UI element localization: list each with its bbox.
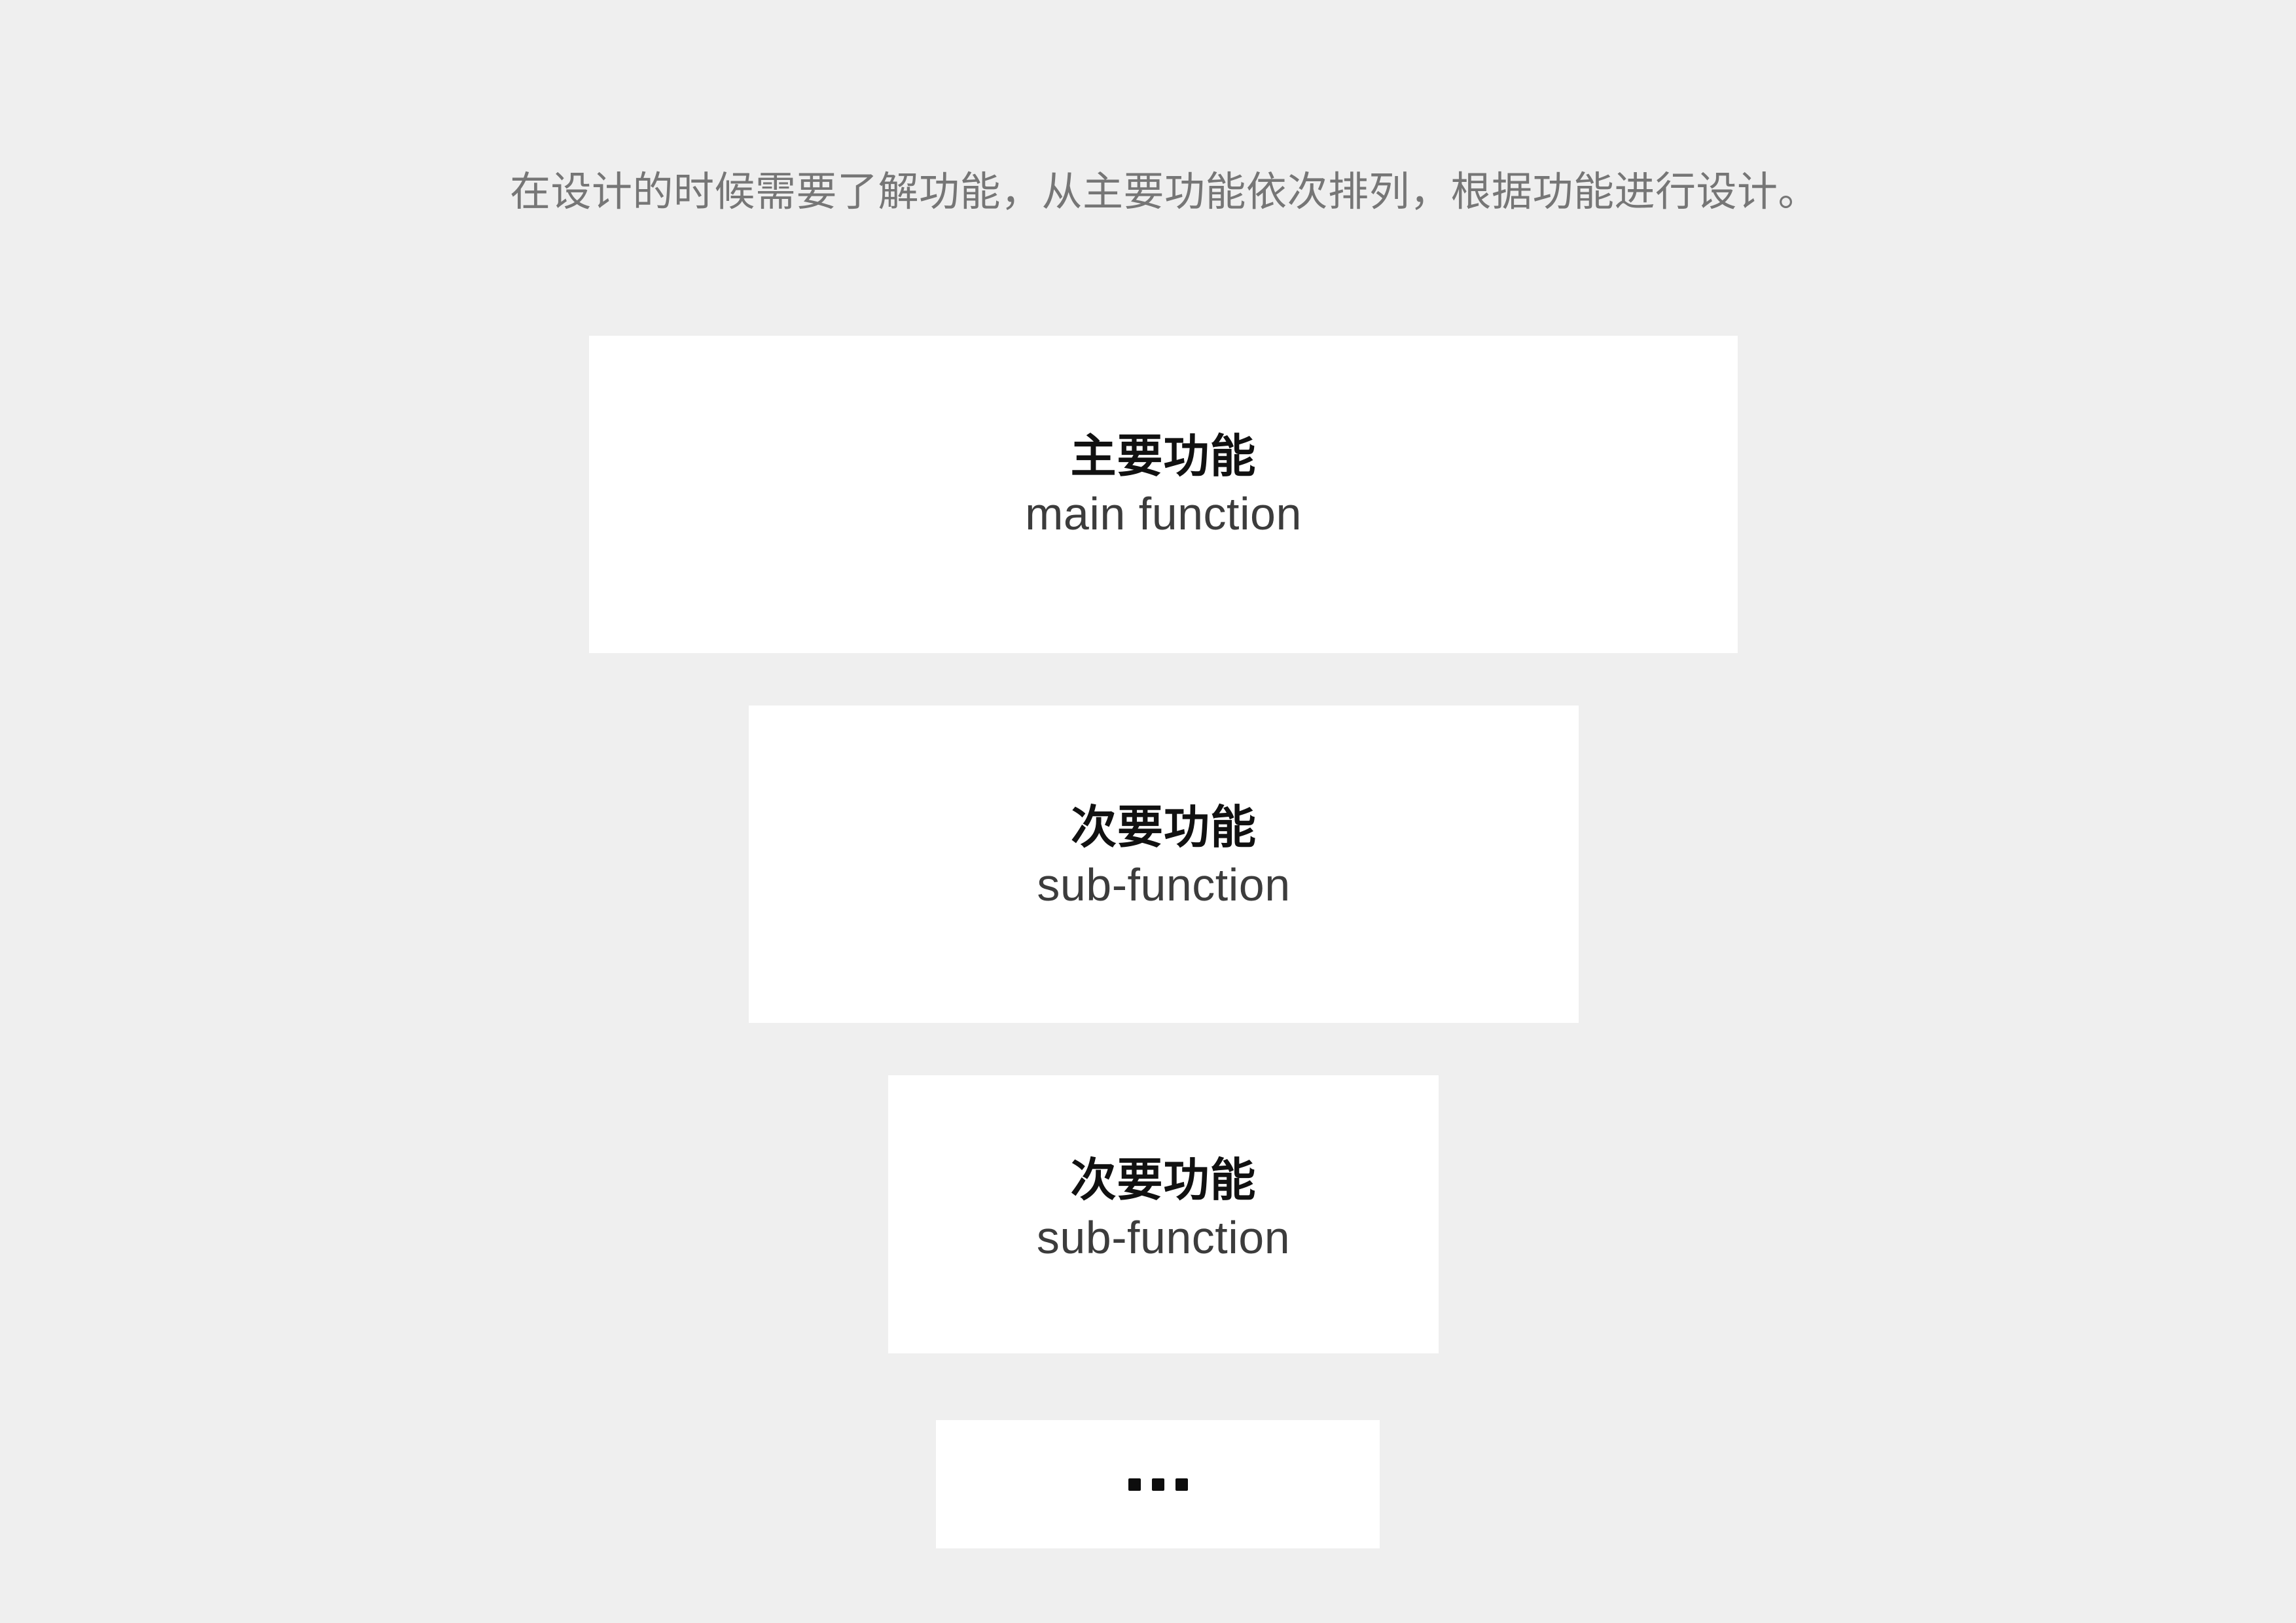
funnel-level-subtitle: sub-function (1036, 1212, 1291, 1263)
funnel-level-main-function[interactable]: 主要功能 main function (589, 336, 1738, 653)
funnel-level-sub-function-2[interactable]: 次要功能 sub-function (888, 1075, 1439, 1353)
funnel-level-subtitle: main function (1025, 488, 1302, 539)
funnel-level-subtitle: sub-function (1037, 859, 1291, 910)
ellipsis-dot (1175, 1478, 1188, 1491)
ellipsis-dot (1151, 1478, 1164, 1491)
ellipsis-dot (1128, 1478, 1141, 1491)
funnel-level-more[interactable]: ... (936, 1420, 1380, 1548)
funnel-level-text-stack: 次要功能 sub-function (1037, 803, 1290, 912)
funnel-level-title: 主要功能 (1070, 431, 1257, 482)
ellipsis-icon (1128, 1478, 1188, 1491)
funnel-level-text-stack: 主要功能 main function (1025, 432, 1302, 541)
page-caption: 在设计的时候需要了解功能，从主要功能依次排列，根据功能进行设计。 (509, 169, 1819, 215)
funnel-level-text-stack: 次要功能 sub-function (1037, 1156, 1290, 1264)
funnel-level-title: 次要功能 (1070, 1154, 1257, 1206)
funnel-level-title: 次要功能 (1071, 802, 1257, 853)
funnel-level-sub-function-1[interactable]: 次要功能 sub-function (749, 705, 1579, 1023)
